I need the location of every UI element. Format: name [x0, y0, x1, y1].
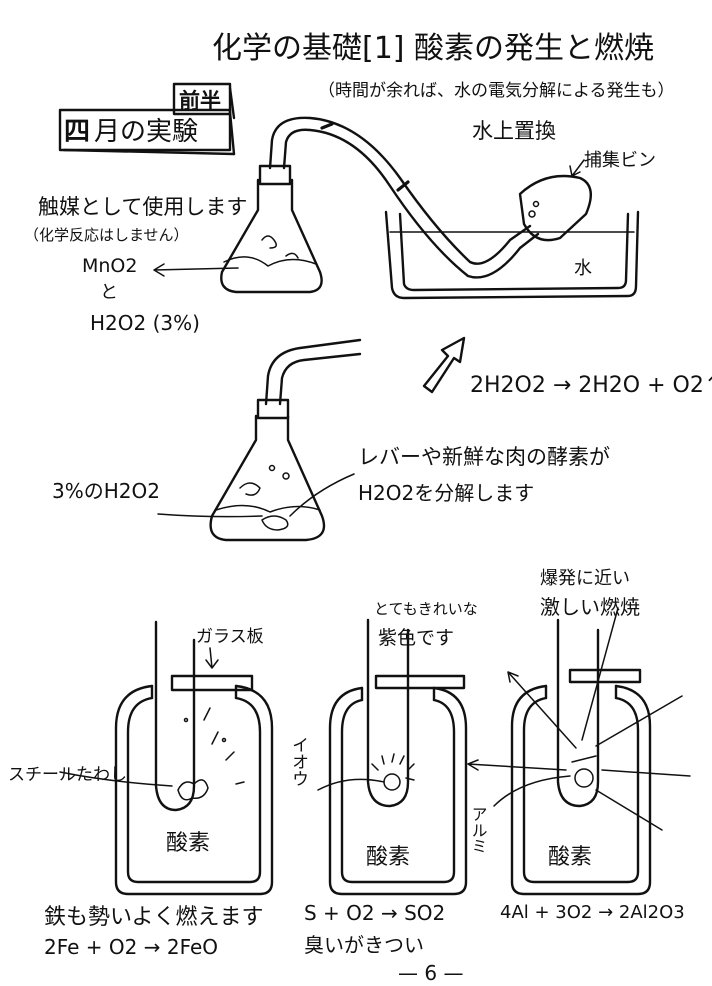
steel-wool-pointer	[59, 771, 173, 787]
solution-pointer-line	[157, 513, 263, 518]
spark-line-6	[581, 607, 619, 741]
experiment-badge: 前半 四 月の実験	[58, 82, 236, 156]
jar3-equation: 4Al + 3O2 → 2Al2O3	[500, 902, 685, 923]
page-title: 化学の基礎[1] 酸素の発生と燃焼	[212, 31, 654, 66]
enzyme-pointer-line	[289, 473, 355, 517]
catalyst-subnote: （化学反応はしません）	[24, 226, 189, 244]
badge-month-value: 四	[64, 117, 90, 147]
jar-aluminum	[467, 607, 691, 896]
aluminum-label: アルミ	[469, 806, 488, 854]
jar1-caption: 鉄も勢いよく燃えます	[44, 905, 264, 930]
jar2-note-line2: 紫色です	[378, 627, 454, 649]
spark-line-5	[467, 759, 567, 771]
jar1-oxygen-label: 酸素	[166, 831, 210, 856]
hollow-arrow	[422, 336, 466, 394]
catalyst-pointer-arrow	[153, 263, 239, 277]
jar3-oxygen-label: 酸素	[548, 845, 592, 870]
peroxide-label: H2O2 (3%)	[90, 311, 200, 335]
sulfur-pointer	[317, 778, 385, 791]
jar-iron	[114, 620, 274, 896]
delivery-tube-top	[268, 116, 540, 279]
jar1-equation: 2Fe + O2 → 2FeO	[44, 935, 218, 959]
bottle-pointer-arrow	[569, 159, 585, 177]
jar2-equation: S + O2 → SO2	[304, 901, 445, 925]
decomposition-equation: 2H2O2 → 2H2O + O2↑	[470, 373, 712, 398]
jar-sulfur	[328, 618, 468, 896]
erlenmeyer-flask-top	[220, 164, 323, 294]
spark-line-2	[595, 695, 683, 747]
collection-bottle	[518, 174, 592, 242]
badge-month-label: 月の実験	[94, 117, 198, 147]
glass-plate-label: ガラス板	[196, 627, 264, 647]
water-trough	[384, 210, 640, 300]
catalyst-note: 触媒として使用します	[38, 195, 247, 219]
aluminum-pointer	[493, 775, 571, 807]
jar2-oxygen-label: 酸素	[366, 845, 410, 870]
spark-line-4	[595, 789, 663, 831]
collection-bottle-label: 捕集ビン	[584, 150, 656, 171]
catalyst-formula: MnO2	[82, 255, 137, 277]
enzyme-note-line1: レバーや新鮮な肉の酵素が	[358, 445, 610, 469]
spark-line-3	[601, 769, 691, 777]
glass-plate-pointer	[205, 647, 219, 669]
jar2-note-line1: とてもきれいな	[374, 600, 478, 618]
erlenmeyer-flask-middle	[209, 338, 362, 542]
solution-label: 3%のH2O2	[52, 479, 160, 503]
collection-method-label: 水上置換	[472, 119, 556, 143]
page-subtitle: （時間が余れば、水の電気分解による発生も）	[318, 81, 675, 101]
spark-line-1	[507, 671, 577, 749]
water-label: 水	[574, 258, 592, 279]
page-number: — 6 —	[398, 961, 463, 985]
jar2-caption: 臭いがきつい	[304, 933, 424, 957]
jar3-note-line1: 爆発に近い	[540, 568, 630, 589]
sulfur-label: イオウ	[288, 736, 308, 787]
and-label: と	[100, 282, 118, 303]
jar3-note-line2: 激しい燃焼	[540, 595, 640, 619]
enzyme-note-line2: H2O2を分解します	[358, 481, 534, 505]
steel-wool-label: スチールたわし	[8, 765, 127, 785]
